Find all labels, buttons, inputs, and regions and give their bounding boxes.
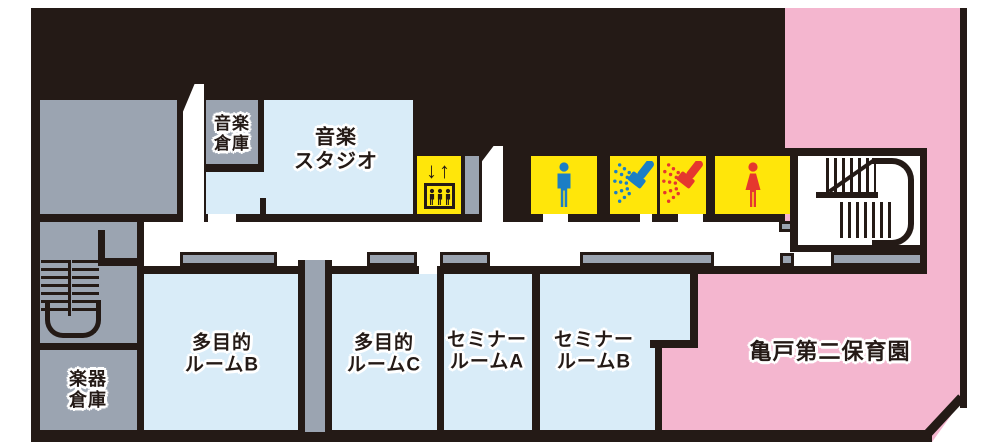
room-label-multipurpose-c: 多目的 ルームC [346, 332, 422, 376]
wall [40, 343, 137, 350]
wall-stub [98, 230, 105, 266]
room-label-multipurpose-b: 多目的 ルームB [184, 332, 260, 376]
wall [437, 266, 444, 432]
door-opening [640, 214, 652, 222]
door-opening [543, 214, 568, 222]
door-small [780, 253, 794, 266]
elevator-icon [424, 183, 455, 209]
elevator-door-strip [465, 156, 479, 214]
stair-turn [45, 300, 101, 338]
room-machine [40, 100, 177, 214]
wall [650, 340, 698, 348]
mens-toilet-icon [551, 162, 577, 208]
door-multipurpose-c [367, 252, 417, 266]
outer-wall-left [31, 96, 40, 442]
room-label-music-storage: 音楽 倉庫 [214, 113, 250, 153]
nursery-area-bottom [660, 266, 960, 442]
wall [258, 100, 264, 172]
door-nursery [831, 252, 923, 266]
womens-toilet [715, 156, 790, 214]
wall [920, 148, 927, 274]
wall [690, 266, 698, 348]
room-multipurpose-c [332, 274, 437, 430]
door-seminar-b [580, 252, 714, 266]
door-opening [419, 252, 439, 274]
door-opening [678, 214, 703, 222]
room-label-seminar-a: セミナー ルームA [446, 329, 528, 373]
room-label-nursery: 亀戸第二保育園 [749, 339, 911, 365]
room-music-storage [206, 100, 258, 164]
door-multipurpose-b [180, 252, 277, 266]
wall [532, 274, 540, 430]
wall [790, 148, 798, 252]
stair-divider [68, 260, 71, 316]
outer-wall-bottom [31, 430, 932, 442]
corridor-south-wall [137, 266, 927, 274]
shower-icon-blue [612, 161, 656, 209]
door-seminar-a [440, 252, 490, 266]
room-label-music-studio: 音楽 スタジオ [294, 126, 378, 172]
wall-notch [482, 146, 503, 222]
wall [785, 148, 927, 156]
stair-turn [872, 158, 914, 246]
room-label-instrument-storage: 楽器 倉庫 [69, 368, 107, 410]
room-label-seminar-b: セミナー ルームB [553, 329, 635, 373]
wall-stub [260, 198, 266, 222]
room-music-studio-annex [206, 172, 264, 214]
wall [105, 258, 137, 266]
pillar [298, 260, 332, 432]
shower-icon-red [661, 161, 705, 209]
wall [206, 164, 264, 172]
mens-shower [610, 156, 657, 214]
wall [655, 340, 662, 436]
wall [137, 222, 144, 442]
mens-toilet [531, 156, 597, 214]
outer-wall-right [960, 8, 967, 408]
womens-shower [660, 156, 706, 214]
womens-toilet-icon [739, 162, 767, 208]
wall-notch [183, 84, 204, 222]
stair-divider [816, 192, 878, 198]
room-multipurpose-b [144, 274, 298, 430]
room-instrument-storage [40, 350, 137, 430]
door-opening [208, 214, 236, 222]
room-seminar-a [444, 274, 532, 430]
elevator-arrows: ↓↑ [426, 158, 452, 183]
room-music-studio [264, 100, 413, 214]
